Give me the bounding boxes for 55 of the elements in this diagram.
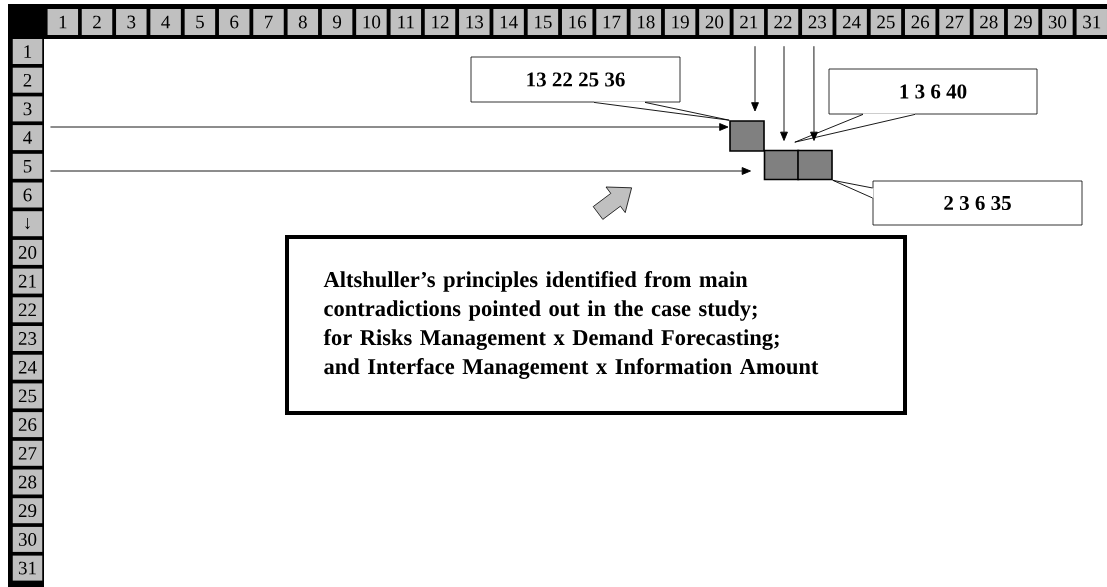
column-header: 10 (356, 9, 387, 35)
column-header: 24 (836, 9, 867, 35)
column-header: 22 (767, 9, 799, 35)
shaded-cell (797, 149, 833, 181)
column-header: 31 (1076, 9, 1107, 35)
callout-box: 1 3 6 40 (828, 68, 1038, 116)
row-header: 4 (12, 125, 43, 151)
column-header: 30 (1042, 9, 1073, 35)
column-header: 17 (596, 9, 627, 35)
row-header: 23 (12, 326, 43, 351)
column-header: 29 (1007, 9, 1039, 35)
column-header: 19 (664, 9, 696, 35)
column-header: 26 (904, 9, 936, 35)
row-header: 25 (12, 383, 43, 409)
column-header: 8 (287, 9, 319, 35)
callout-box: 13 22 25 36 (470, 56, 681, 104)
arrow (810, 45, 818, 141)
column-header: 12 (424, 9, 456, 35)
column-header: 14 (493, 9, 524, 35)
row-header: 22 (12, 297, 43, 323)
column-header: 5 (184, 9, 216, 35)
arrow (780, 45, 788, 141)
column-header: 20 (699, 9, 730, 35)
column-header: 23 (802, 9, 833, 35)
column-header: 11 (390, 9, 422, 35)
column-header: 2 (81, 9, 113, 35)
column-header: 21 (733, 9, 765, 35)
callout-pointer (832, 179, 874, 199)
column-header: 15 (527, 9, 559, 35)
row-header: 26 (12, 412, 43, 438)
shaded-cell (729, 120, 765, 152)
column-header: 1 (47, 9, 79, 35)
text-box: Altshuller’s principles identified from main contradictions pointed out in the case study; for Risks Management x Demand Forecasting; and Interface Management x Information Amount (285, 235, 907, 415)
row-header: 3 (12, 96, 43, 122)
arrow (50, 167, 751, 175)
callout-pointer (593, 101, 730, 121)
column-header: 25 (870, 9, 902, 35)
arrow (751, 45, 759, 112)
column-header: 28 (973, 9, 1005, 35)
arrow (50, 123, 729, 131)
callout-box: 2 3 6 35 (871, 180, 1083, 226)
row-header: 1 (12, 39, 43, 64)
column-header: 16 (561, 9, 593, 35)
column-header: 18 (630, 9, 662, 35)
row-header: 29 (12, 498, 43, 524)
callout-pointer (794, 113, 916, 143)
column-header: 6 (218, 9, 250, 35)
row-header: ↓ (12, 211, 43, 237)
column-header: 27 (939, 9, 970, 35)
column-header: 13 (459, 9, 490, 35)
column-header: 7 (253, 9, 284, 35)
column-header: 4 (150, 9, 181, 35)
shaded-cell (763, 149, 800, 181)
column-header: 3 (116, 9, 147, 35)
column-header: 9 (321, 9, 353, 35)
